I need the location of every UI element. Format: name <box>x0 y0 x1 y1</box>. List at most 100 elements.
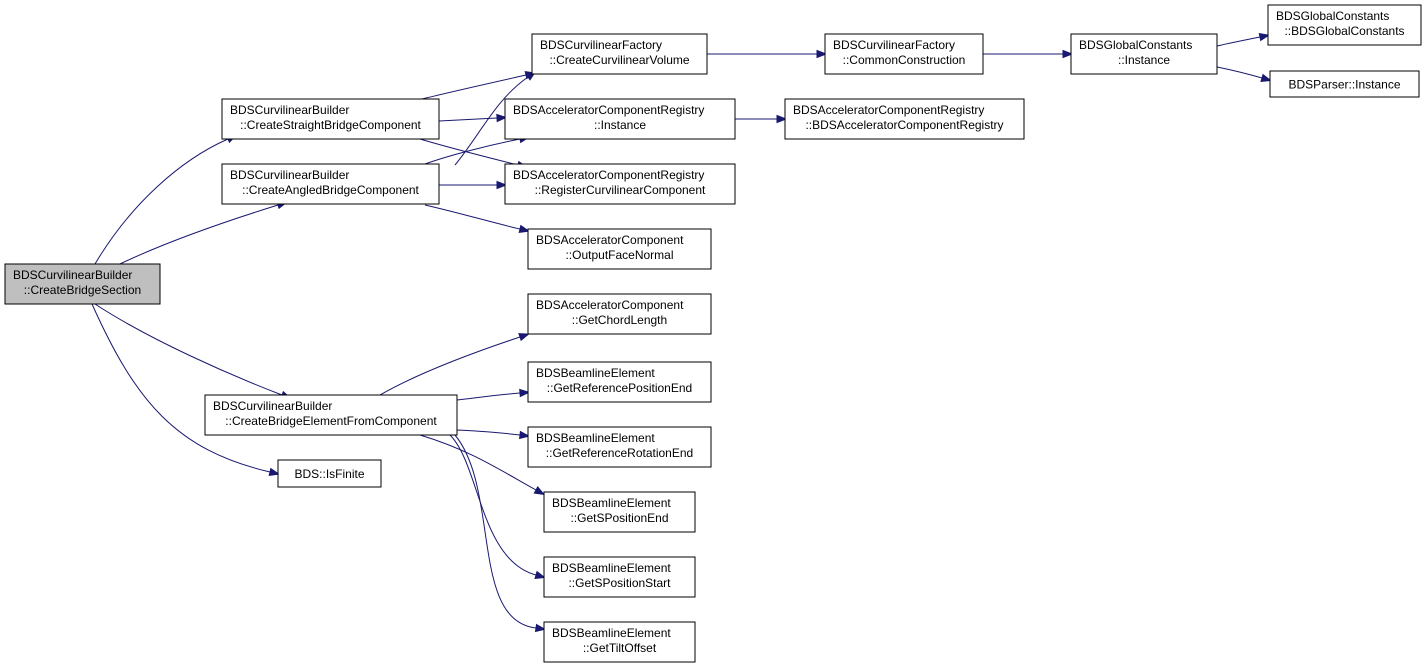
node-method-label: ::CreateBridgeElementFromComponent <box>225 414 437 428</box>
node-box <box>204 394 458 436</box>
node-gcctor[interactable]: BDSGlobalConstants::BDSGlobalConstants <box>1267 4 1422 46</box>
node-box <box>543 491 696 533</box>
node-box <box>527 361 712 403</box>
node-class-label: BDSBeamlineElement <box>552 561 671 575</box>
node-gto[interactable]: BDSBeamlineElement::GetTiltOffset <box>543 621 696 663</box>
node-gcl[interactable]: BDSAcceleratorComponent::GetChordLength <box>527 293 712 335</box>
node-box <box>824 33 984 75</box>
node-gci[interactable]: BDSGlobalConstants::Instance <box>1070 33 1218 75</box>
node-box <box>543 621 696 663</box>
edge-line <box>94 138 229 265</box>
node-gsps[interactable]: BDSBeamlineElement::GetSPositionStart <box>543 556 696 598</box>
edge-line <box>91 303 271 473</box>
edge-arrowhead <box>268 467 281 476</box>
node-box <box>784 98 1025 140</box>
node-acrctor[interactable]: BDSAcceleratorComponentRegistry::BDSAcce… <box>784 98 1025 140</box>
node-gspe[interactable]: BDSBeamlineElement::GetSPositionEnd <box>543 491 696 533</box>
node-class-label: BDSBeamlineElement <box>536 431 655 445</box>
edge-cabc-to-acri <box>424 134 531 165</box>
node-pi[interactable]: BDSParser::Instance <box>1269 70 1420 98</box>
node-acrr[interactable]: BDSAcceleratorComponentRegistry::Registe… <box>504 163 736 205</box>
node-method-label: ::GetChordLength <box>572 313 667 327</box>
edge-arrowhead <box>1260 73 1273 82</box>
node-box <box>527 293 712 335</box>
edge-arrowhead <box>496 113 508 123</box>
edge-line <box>456 429 521 436</box>
edge-line <box>419 434 537 491</box>
edge-line <box>421 74 527 100</box>
node-box <box>543 556 696 598</box>
node-box <box>4 263 161 305</box>
node-cabc[interactable]: BDSCurvilinearBuilder::CreateAngledBridg… <box>221 163 440 205</box>
node-method-label: ::CreateCurvilinearVolume <box>549 53 689 67</box>
node-cfcc[interactable]: BDSCurvilinearFactory::CommonConstructio… <box>824 33 984 75</box>
node-root[interactable]: BDSCurvilinearBuilder::CreateBridgeSecti… <box>4 263 161 305</box>
node-class-label: BDSCurvilinearBuilder <box>213 399 332 413</box>
node-isfin[interactable]: BDS::IsFinite <box>277 459 382 488</box>
node-box <box>531 33 708 75</box>
node-box <box>504 98 736 140</box>
node-class-label: BDSBeamlineElement <box>536 366 655 380</box>
node-class-label: BDSCurvilinearBuilder <box>13 268 132 282</box>
node-method-label: ::CommonConstruction <box>843 53 966 67</box>
node-class-label: BDSBeamlineElement <box>552 496 671 510</box>
node-method-label: ::CreateStraightBridgeComponent <box>240 118 421 132</box>
edge-arrowhead <box>518 333 530 342</box>
edge-cbefc-to-gspe <box>419 434 546 496</box>
node-box <box>221 163 440 205</box>
edge-ccv-to-cfcc <box>707 49 828 59</box>
edge-root-to-isfin <box>91 303 281 476</box>
edge-gci-to-pi <box>1216 66 1273 82</box>
node-ccv[interactable]: BDSCurvilinearFactory::CreateCurvilinear… <box>531 33 708 75</box>
node-class-label: BDSCurvilinearBuilder <box>230 103 349 117</box>
edge-cbefc-to-gsps <box>449 434 546 579</box>
node-class-label: BDSAcceleratorComponentRegistry <box>513 168 704 182</box>
node-box <box>1070 33 1218 75</box>
edge-arrowhead <box>534 623 547 633</box>
node-cbefc[interactable]: BDSCurvilinearBuilder::CreateBridgeEleme… <box>204 394 458 436</box>
node-class-label: BDSCurvilinearFactory <box>540 38 662 52</box>
nodes-layer: BDSCurvilinearBuilder::CreateBridgeSecti… <box>4 4 1422 663</box>
edge-cabc-to-acrr <box>438 180 508 190</box>
edge-line <box>1216 36 1261 47</box>
node-class-label: BDSCurvilinearBuilder <box>230 168 349 182</box>
node-method-label: ::GetTiltOffset <box>583 641 657 655</box>
node-class-label: BDSAcceleratorComponent <box>536 233 684 247</box>
edge-line <box>119 204 279 265</box>
node-csbc[interactable]: BDSCurvilinearBuilder::CreateStraightBri… <box>221 98 440 140</box>
node-acri[interactable]: BDSAcceleratorComponentRegistry::Instanc… <box>504 98 736 140</box>
edge-arrowhead <box>1258 32 1271 42</box>
edge-cbefc-to-gcl <box>379 333 530 396</box>
node-class-label: BDSParser::Instance <box>1288 78 1400 92</box>
edge-arrowhead <box>776 114 788 124</box>
edge-arrowhead <box>496 180 508 190</box>
edge-root-to-cbefc <box>94 303 292 399</box>
edge-arrowhead <box>1062 49 1074 59</box>
edge-line <box>438 117 498 122</box>
edge-arrowhead <box>519 388 531 398</box>
node-method-label: ::Instance <box>594 118 646 132</box>
node-class-label: BDSCurvilinearFactory <box>833 38 955 52</box>
edge-line <box>454 76 529 166</box>
node-method-label: ::GetReferencePositionEnd <box>547 381 692 395</box>
node-grre[interactable]: BDSBeamlineElement::GetReferenceRotation… <box>527 426 712 468</box>
node-grpe[interactable]: BDSBeamlineElement::GetReferencePosition… <box>527 361 712 403</box>
node-ofn[interactable]: BDSAcceleratorComponent::OutputFaceNorma… <box>527 228 712 270</box>
edge-arrowhead <box>534 570 546 579</box>
node-method-label: ::BDSGlobalConstants <box>1284 24 1404 38</box>
edge-arrowhead <box>533 486 546 496</box>
node-class-label: BDSGlobalConstants <box>1079 38 1192 52</box>
edge-gci-to-gcctor <box>1216 32 1271 47</box>
node-class-label: BDSAcceleratorComponentRegistry <box>513 103 704 117</box>
edge-line <box>456 392 521 401</box>
edge-line <box>419 138 519 166</box>
node-method-label: ::OutputFaceNormal <box>565 248 673 262</box>
edge-cbefc-to-grpe <box>456 388 531 401</box>
node-box <box>527 426 712 468</box>
edge-line <box>379 336 521 396</box>
node-class-label: BDSBeamlineElement <box>552 626 671 640</box>
node-box <box>527 228 712 270</box>
node-box <box>1269 70 1420 98</box>
node-box <box>504 163 736 205</box>
